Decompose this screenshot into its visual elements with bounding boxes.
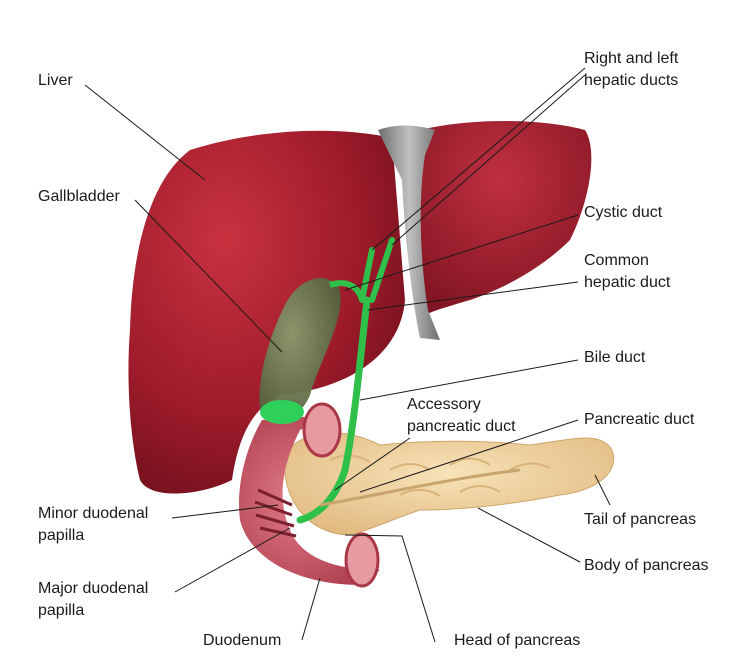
label-hepatic-ducts-line2: hepatic ducts xyxy=(584,72,679,89)
label-body-of-pancreas: Body of pancreas xyxy=(584,555,709,577)
label-common-hepatic-duct: Common hepatic duct xyxy=(584,250,670,294)
label-liver: Liver xyxy=(38,70,73,92)
label-common-hepatic-duct-line1: Common xyxy=(584,252,649,269)
label-minor-line1: Minor duodenal xyxy=(38,505,149,522)
label-common-hepatic-duct-line2: hepatic duct xyxy=(584,274,671,291)
label-pancreatic-duct-text: Pancreatic duct xyxy=(584,411,695,428)
leader-gallbladder xyxy=(134,199,283,353)
label-duodenum: Duodenum xyxy=(203,630,281,652)
label-accessory-line2: pancreatic duct xyxy=(407,418,516,435)
label-body-text: Body of pancreas xyxy=(584,557,709,574)
label-minor-line2: papilla xyxy=(38,527,85,544)
hepatic-ducts xyxy=(359,237,395,303)
duodenum-lower-opening xyxy=(344,532,380,588)
leader-liver xyxy=(84,84,206,181)
leader-bile-duct xyxy=(359,359,579,401)
leader-pancreatic-duct xyxy=(359,419,579,493)
label-duodenum-text: Duodenum xyxy=(203,632,282,649)
liver-left-lobe xyxy=(412,121,592,315)
label-pancreatic-duct: Pancreatic duct xyxy=(584,409,694,431)
leader-duodenum xyxy=(301,577,321,641)
leader-hepatic-ducts-b xyxy=(391,74,586,246)
falciform-ligament xyxy=(378,125,440,340)
label-gallbladder-text: Gallbladder xyxy=(38,188,120,205)
leader-major-papilla xyxy=(174,527,291,593)
duodenum-folds xyxy=(254,488,297,538)
label-cystic-duct-text: Cystic duct xyxy=(584,204,663,221)
label-major-line1: Major duodenal xyxy=(38,580,149,597)
label-major-duodenal-papilla: Major duodenal papilla xyxy=(38,578,148,622)
leader-hepatic-ducts-a xyxy=(371,67,586,251)
duodenum-upper-opening xyxy=(302,402,342,458)
label-liver-text: Liver xyxy=(38,72,73,89)
leader-head xyxy=(344,534,436,643)
liver-right-lobe xyxy=(128,130,405,494)
pancreatic-duct xyxy=(319,468,521,507)
leader-lines xyxy=(84,67,611,643)
liver xyxy=(128,121,592,494)
leader-cystic-duct xyxy=(344,214,579,291)
label-gallbladder: Gallbladder xyxy=(38,186,120,208)
leader-body xyxy=(477,507,581,563)
leader-accessory-duct xyxy=(334,437,411,491)
label-cystic-duct: Cystic duct xyxy=(584,202,662,224)
label-head-text: Head of pancreas xyxy=(454,632,581,649)
label-accessory-line1: Accessory xyxy=(407,396,481,413)
common-bile-duct xyxy=(296,296,371,524)
label-hepatic-ducts-line1: Right and left xyxy=(584,50,679,67)
label-accessory-pancreatic-duct: Accessory pancreatic duct xyxy=(407,394,516,438)
label-tail-text: Tail of pancreas xyxy=(584,511,697,528)
leader-tail xyxy=(594,474,611,506)
biliary-system xyxy=(259,237,521,524)
label-tail-of-pancreas: Tail of pancreas xyxy=(584,509,696,531)
gallbladder-tip xyxy=(260,400,304,424)
label-major-line2: papilla xyxy=(38,602,85,619)
leader-minor-papilla xyxy=(171,504,279,519)
duodenum xyxy=(239,402,380,588)
gallbladder xyxy=(259,278,341,420)
leader-common-hepatic-duct xyxy=(367,281,579,311)
label-bile-duct: Bile duct xyxy=(584,347,645,369)
duodenum-wall xyxy=(239,415,380,585)
label-hepatic-ducts: Right and left hepatic ducts xyxy=(584,48,678,92)
label-bile-duct-text: Bile duct xyxy=(584,349,646,366)
label-head-of-pancreas: Head of pancreas xyxy=(454,630,580,652)
label-minor-duodenal-papilla: Minor duodenal papilla xyxy=(38,503,148,547)
